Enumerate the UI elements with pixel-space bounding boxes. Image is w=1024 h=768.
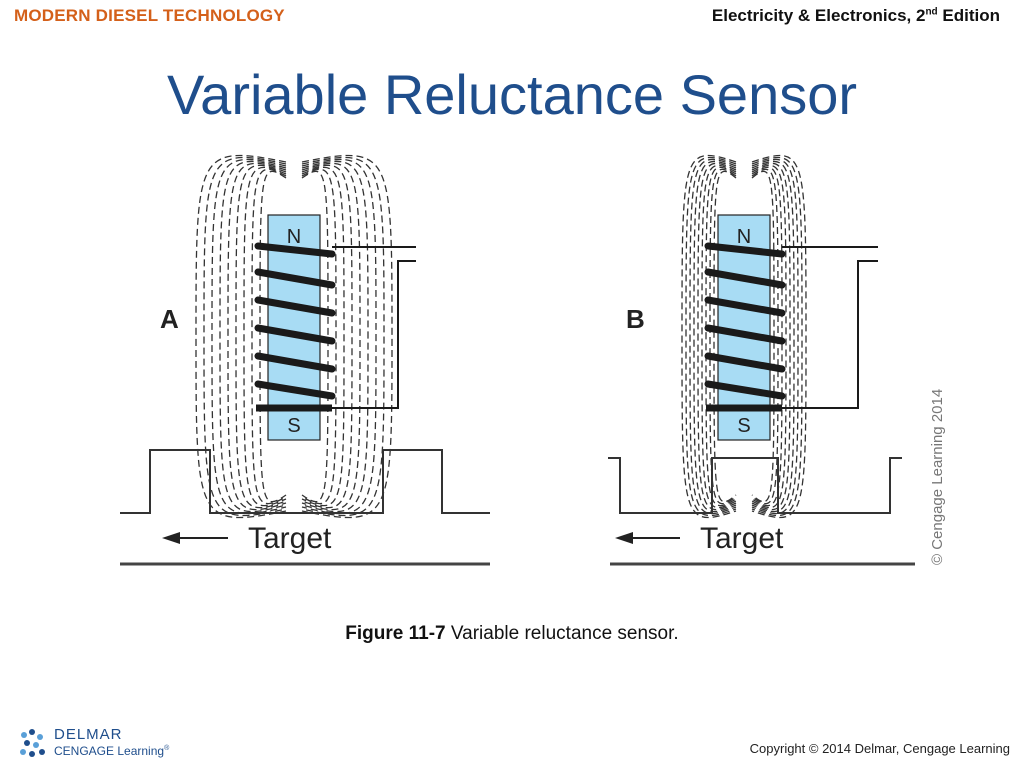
field-line xyxy=(301,160,369,513)
panel-a-target-wheel xyxy=(120,449,490,514)
panel-b-south-pole: S xyxy=(737,415,750,437)
field-line xyxy=(219,160,287,513)
panel-b-target-wheel xyxy=(608,457,902,514)
panel-b-target-label: Target xyxy=(700,522,784,555)
header-publisher: MODERN DIESEL TECHNOLOGY xyxy=(14,6,285,25)
panel-a-north-pole: N xyxy=(287,226,301,248)
field-line xyxy=(301,166,345,507)
field-line xyxy=(195,154,287,519)
panel-b-field-lines xyxy=(681,154,807,519)
panel-a-target-label: Target xyxy=(248,522,332,555)
slide-title: Variable Reluctance Sensor xyxy=(166,63,858,126)
panel-a-coil xyxy=(254,242,336,400)
panel-a: A N S Target xyxy=(120,214,490,566)
panel-b: B N S Target xyxy=(608,214,915,566)
field-line xyxy=(751,166,783,507)
field-line xyxy=(301,154,393,519)
field-line xyxy=(751,154,807,519)
panel-a-arrow xyxy=(162,532,228,544)
field-line xyxy=(235,164,287,509)
figure-caption: Figure 11-7 Variable reluctance sensor. xyxy=(0,623,1024,645)
field-line xyxy=(301,168,337,505)
header-book-title-main: Electricity & Electronics, 2 xyxy=(711,6,926,25)
field-line xyxy=(301,158,377,515)
field-line xyxy=(697,162,737,511)
copyright-watermark: © Cengage Learning 2014 xyxy=(929,389,946,565)
panel-b-north-pole: N xyxy=(737,226,751,248)
delmar-logo-registered-mark: ® xyxy=(164,745,170,752)
field-line xyxy=(251,168,287,505)
delmar-logo: DELMAR CENGAGE Learning® xyxy=(18,726,188,762)
panel-a-field-lines xyxy=(195,154,393,519)
header-book-title-end: Edition xyxy=(937,6,1000,25)
delmar-logo-icon xyxy=(20,729,45,757)
field-line xyxy=(243,166,287,507)
field-line xyxy=(301,156,385,517)
field-line xyxy=(203,156,287,517)
header-book-title: Electricity & Electronics, 2nd Edition xyxy=(712,6,1000,26)
figure-caption-number: Figure 11-7 xyxy=(345,623,446,644)
sensor-figure: A N S Target B N S xyxy=(120,154,946,566)
field-line xyxy=(709,168,737,505)
field-line xyxy=(701,164,737,509)
panel-b-label: B xyxy=(626,304,645,334)
field-line xyxy=(705,166,737,507)
field-line xyxy=(689,158,737,515)
panel-a-label: A xyxy=(160,304,179,334)
figure-caption-text: Variable reluctance sensor. xyxy=(445,623,679,644)
field-line xyxy=(751,158,799,515)
field-line xyxy=(751,164,787,509)
delmar-logo-subtitle: CENGAGE Learning® xyxy=(54,744,169,758)
field-line xyxy=(211,158,287,515)
panel-a-south-pole: S xyxy=(287,415,300,437)
field-line xyxy=(751,168,779,505)
footer-copyright: Copyright © 2014 Delmar, Cengage Learnin… xyxy=(749,741,1010,756)
field-line xyxy=(713,170,737,503)
delmar-logo-subtitle-text: CENGAGE Learning xyxy=(54,744,165,758)
panel-b-coil xyxy=(704,242,786,400)
panel-b-arrow xyxy=(615,532,680,544)
header-book-title-sup: nd xyxy=(925,6,938,18)
delmar-logo-name: DELMAR xyxy=(54,726,123,743)
field-line xyxy=(681,154,737,519)
field-line xyxy=(301,164,353,509)
